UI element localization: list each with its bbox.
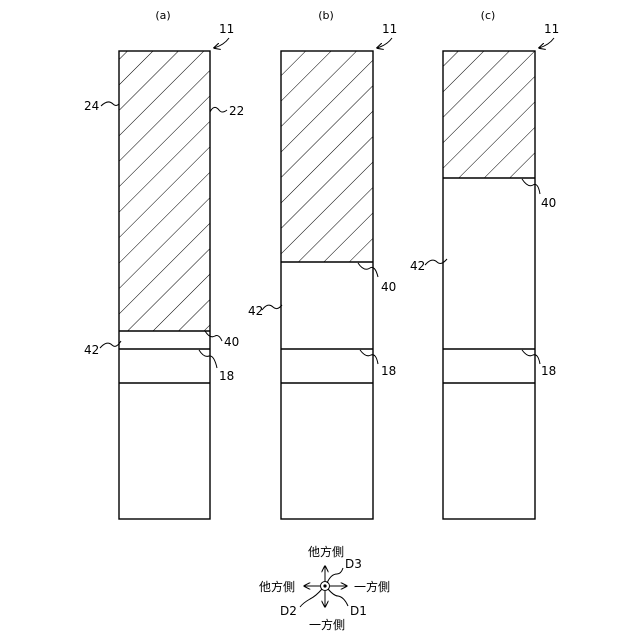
panel-b: (b) 11 40 42 18 [248, 9, 397, 519]
panel-a-lead-18 [199, 350, 217, 368]
panel-a-ref-40: 40 [224, 335, 239, 349]
panel-b-ref-42: 42 [248, 304, 263, 318]
panel-a-ref-24: 24 [84, 99, 99, 113]
legend-one-side-down: 一方側 [309, 617, 345, 632]
panel-a-arrow-11 [214, 38, 229, 48]
panel-c-arrow-11 [539, 38, 554, 48]
legend-other-side-left: 他方側 [259, 579, 295, 594]
direction-legend: 他方側 他方側 一方側 一方側 D3 D2 D1 [259, 544, 390, 632]
legend-d3: D3 [345, 557, 362, 571]
panel-b-lead-40 [358, 263, 378, 277]
panel-b-hatched-region [281, 51, 373, 262]
panel-c-lead-40 [522, 179, 540, 194]
panel-c-label: (c) [481, 9, 496, 22]
panel-b-ref-40: 40 [381, 280, 396, 294]
panel-c-lead-42 [425, 259, 447, 265]
panel-a-lead-40 [205, 331, 222, 341]
panel-c-ref-18: 18 [541, 364, 556, 378]
legend-lead-d1 [328, 589, 348, 606]
panel-c: (c) 11 40 42 18 [410, 9, 559, 519]
panel-b-label: (b) [318, 9, 334, 22]
panel-c-ref-42: 42 [410, 259, 425, 273]
panel-a-lead-24 [101, 102, 119, 106]
legend-lead-d3 [327, 568, 343, 583]
panel-a-ref-18: 18 [219, 369, 234, 383]
panel-a-lead-42 [100, 341, 121, 348]
panel-b-ref-11: 11 [382, 22, 397, 36]
panel-c-hatched-region [443, 51, 535, 178]
panel-b-ref-18: 18 [381, 364, 396, 378]
panel-c-ref-11: 11 [544, 22, 559, 36]
panel-a-ref-42: 42 [84, 343, 99, 357]
panel-b-lead-42 [262, 305, 282, 310]
panel-c-lead-18 [522, 350, 540, 364]
origin-dot-icon [323, 584, 326, 587]
panel-b-arrow-11 [377, 38, 392, 48]
panel-a-label: (a) [155, 9, 170, 22]
legend-other-side-up: 他方側 [308, 544, 344, 559]
legend-lead-d2 [300, 589, 322, 607]
panel-c-ref-40: 40 [541, 196, 556, 210]
legend-d2: D2 [280, 604, 297, 618]
panel-a: (a) 11 24 22 40 42 18 [84, 9, 244, 519]
panel-a-lead-22 [210, 107, 227, 112]
panel-b-lead-18 [360, 350, 378, 364]
legend-one-side-right: 一方側 [354, 579, 390, 594]
legend-d1: D1 [350, 604, 367, 618]
panel-a-ref-11: 11 [219, 22, 234, 36]
panel-a-ref-22: 22 [229, 104, 244, 118]
panel-a-hatched-region [119, 51, 210, 331]
